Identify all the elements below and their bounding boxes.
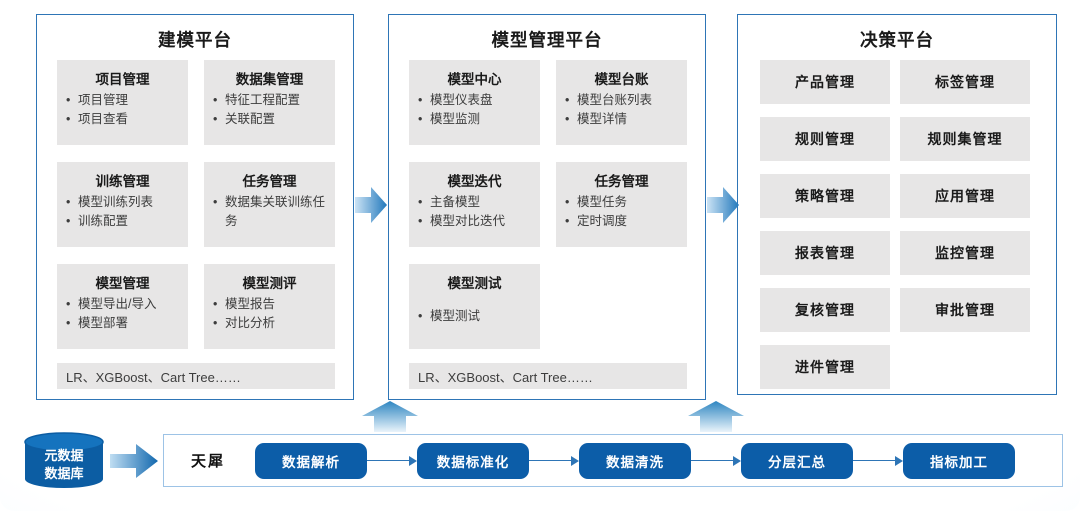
module-card-item: 特征工程配置 — [210, 91, 329, 111]
decision-module-tile: 规则管理 — [760, 117, 890, 161]
decision-module-tile: 规则集管理 — [900, 117, 1030, 161]
module-card: 模型测评 模型报告对比分析 — [204, 264, 335, 349]
module-card-title: 训练管理 — [95, 174, 150, 189]
step-arrow-icon — [367, 455, 418, 466]
module-card: 项目管理 项目管理项目查看 — [57, 60, 188, 145]
module-card: 模型中心 模型仪表盘模型监测 — [409, 60, 540, 145]
module-card-title: 任务管理 — [242, 174, 297, 189]
pipeline-step: 数据解析 — [225, 442, 368, 479]
module-card: 任务管理 数据集关联训练任务 — [204, 162, 335, 247]
module-card-items: 模型训练列表训练配置 — [63, 193, 182, 232]
panel-title: 决策平台 — [860, 30, 934, 50]
module-card-items: 主备模型模型对比迭代 — [415, 193, 534, 232]
decision-module-tile: 报表管理 — [760, 231, 890, 275]
module-card-item: 关联配置 — [210, 110, 329, 130]
decision-module-tile: 策略管理 — [760, 174, 890, 218]
panel-title: 建模平台 — [158, 30, 232, 50]
module-card-item: 主备模型 — [415, 193, 534, 213]
algorithms-bar: LR、XGBoost、Cart Tree…… — [57, 363, 335, 389]
metadata-database-icon: 元数据 数据库 — [22, 431, 106, 491]
pipeline-step-button: 数据标准化 — [417, 442, 530, 479]
module-card-item: 模型监测 — [415, 110, 534, 130]
panel-flow-arrow-icon — [355, 187, 387, 223]
module-card-item: 对比分析 — [210, 314, 329, 334]
module-card-title: 数据集管理 — [235, 72, 304, 87]
module-card-item: 定时调度 — [562, 212, 681, 232]
data-pipeline-bar: 天犀 数据解析 数据标准化 数据清洗 分层汇总 指标加工 — [163, 434, 1063, 487]
step-arrow-icon — [529, 455, 580, 466]
decision-module-tile: 监控管理 — [900, 231, 1030, 275]
module-card-title: 模型管理 — [95, 276, 150, 291]
pipeline-engine-label: 天犀 — [191, 453, 226, 470]
upward-flow-arrow-icon — [362, 401, 418, 432]
module-card-title: 模型迭代 — [447, 174, 502, 189]
module-card-item: 模型台账列表 — [562, 91, 681, 111]
feed-arrow-icon — [110, 444, 158, 478]
module-card-items: 模型台账列表模型详情 — [562, 91, 681, 130]
module-card-items: 特征工程配置关联配置 — [210, 91, 329, 130]
module-card-items: 模型仪表盘模型监测 — [415, 91, 534, 130]
module-card: 模型测试 模型测试 — [409, 264, 540, 349]
panel-modeling-platform: 建模平台 项目管理 项目管理项目查看 数据集管理 特征工程配置关联配置 训练管理… — [36, 14, 354, 400]
pipeline-step: 分层汇总 — [691, 442, 854, 479]
pipeline-step: 数据标准化 — [367, 442, 530, 479]
panel-title: 模型管理平台 — [491, 30, 603, 50]
module-card-items: 模型报告对比分析 — [210, 295, 329, 334]
module-card: 模型管理 模型导出/导入模型部署 — [57, 264, 188, 349]
module-card: 训练管理 模型训练列表训练配置 — [57, 162, 188, 247]
decision-module-tile: 产品管理 — [760, 60, 890, 104]
module-card-item: 模型测试 — [415, 307, 534, 327]
pipeline-step: 数据清洗 — [529, 442, 692, 479]
panel-decision-platform: 决策平台 产品管理 标签管理 规则管理 规则集管理 策略管理 应用管理 报表管理… — [737, 14, 1057, 395]
decision-module-tile: 复核管理 — [760, 288, 890, 332]
module-card-item: 模型训练列表 — [63, 193, 182, 213]
metadata-database-label: 元数据 数据库 — [44, 448, 84, 481]
module-card-title: 模型测试 — [447, 276, 502, 291]
module-card-items: 模型测试 — [415, 307, 534, 327]
module-card-title: 模型中心 — [447, 72, 502, 87]
pipeline-step-button: 数据清洗 — [579, 442, 692, 479]
module-card-item: 模型仪表盘 — [415, 91, 534, 111]
pipeline-steps: 数据解析 数据标准化 数据清洗 分层汇总 指标加工 — [225, 442, 1062, 479]
module-card-item: 数据集关联训练任务 — [210, 193, 329, 232]
pipeline-step: 指标加工 — [853, 442, 1016, 479]
module-card-items: 模型任务定时调度 — [562, 193, 681, 232]
module-card: 模型台账 模型台账列表模型详情 — [556, 60, 687, 145]
module-card-title: 模型台账 — [594, 72, 649, 87]
module-card-item: 模型报告 — [210, 295, 329, 315]
panel-flow-arrow-icon — [707, 187, 739, 223]
module-card-items: 项目管理项目查看 — [63, 91, 182, 130]
module-card: 任务管理 模型任务定时调度 — [556, 162, 687, 247]
module-card: 数据集管理 特征工程配置关联配置 — [204, 60, 335, 145]
module-card-item: 模型对比迭代 — [415, 212, 534, 232]
decision-tile-grid: 产品管理 标签管理 规则管理 规则集管理 策略管理 应用管理 报表管理 监控管理… — [760, 60, 1030, 389]
module-card-item: 模型任务 — [562, 193, 681, 213]
module-card-item: 模型部署 — [63, 314, 182, 334]
decision-module-tile: 审批管理 — [900, 288, 1030, 332]
pipeline-step-button: 数据解析 — [255, 442, 368, 479]
module-card-grid: 项目管理 项目管理项目查看 数据集管理 特征工程配置关联配置 训练管理 模型训练… — [57, 60, 335, 349]
module-card-title: 模型测评 — [242, 276, 297, 291]
algorithms-bar: LR、XGBoost、Cart Tree…… — [409, 363, 687, 389]
module-card-item: 项目查看 — [63, 110, 182, 130]
module-card-item: 项目管理 — [63, 91, 182, 111]
module-card-title: 任务管理 — [594, 174, 649, 189]
decision-module-tile: 应用管理 — [900, 174, 1030, 218]
module-card-items: 数据集关联训练任务 — [210, 193, 329, 232]
decision-module-tile: 标签管理 — [900, 60, 1030, 104]
step-arrow-icon — [853, 455, 904, 466]
panel-model-management-platform: 模型管理平台 模型中心 模型仪表盘模型监测 模型台账 模型台账列表模型详情 模型… — [388, 14, 706, 400]
module-card-title: 项目管理 — [95, 72, 150, 87]
pipeline-step-button: 指标加工 — [903, 442, 1016, 479]
module-card-item: 训练配置 — [63, 212, 182, 232]
module-card-items: 模型导出/导入模型部署 — [63, 295, 182, 334]
upward-flow-arrow-icon — [688, 401, 744, 432]
module-card-item: 模型详情 — [562, 110, 681, 130]
module-card-item: 模型导出/导入 — [63, 295, 182, 315]
pipeline-step-button: 分层汇总 — [741, 442, 854, 479]
module-card-grid: 模型中心 模型仪表盘模型监测 模型台账 模型台账列表模型详情 模型迭代 主备模型… — [409, 60, 687, 349]
module-card: 模型迭代 主备模型模型对比迭代 — [409, 162, 540, 247]
decision-module-tile: 进件管理 — [760, 345, 890, 389]
step-arrow-icon — [691, 455, 742, 466]
